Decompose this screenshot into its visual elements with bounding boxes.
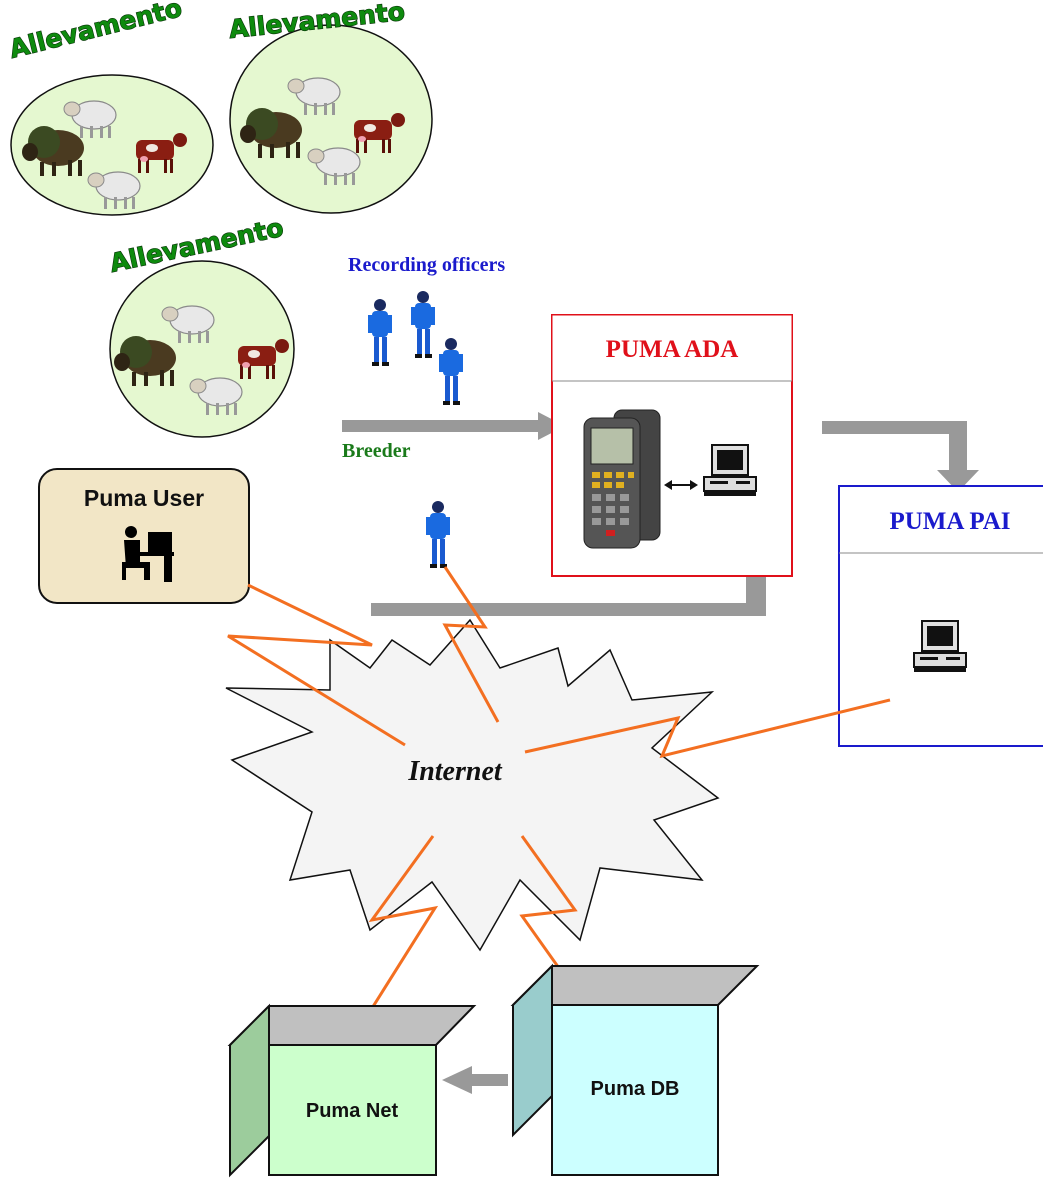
puma-user-box: Puma User bbox=[38, 468, 250, 604]
puma-db-box: Puma DB bbox=[510, 963, 760, 1176]
link-internet-net bbox=[350, 835, 439, 1041]
desktop-computer-icon bbox=[913, 620, 967, 673]
puma-db-label: Puma DB bbox=[591, 1078, 680, 1100]
link-user-internet bbox=[227, 583, 406, 747]
internet-label: Internet bbox=[407, 756, 503, 787]
arrow-ada-to-pai bbox=[822, 421, 979, 492]
farm-2 bbox=[229, 24, 433, 214]
double-arrow-icon bbox=[664, 480, 698, 490]
desktop-computer-icon bbox=[703, 444, 757, 497]
handheld-terminal-icon bbox=[583, 409, 661, 549]
farm-1-circle bbox=[10, 74, 214, 216]
breeder-label: Breeder bbox=[342, 440, 411, 462]
puma-user-title: Puma User bbox=[84, 485, 204, 511]
farm-1 bbox=[10, 74, 214, 216]
puma-net-box: Puma Net bbox=[227, 1003, 477, 1178]
worker-icon bbox=[439, 338, 463, 405]
internet-cloud bbox=[225, 618, 720, 952]
arrow-head bbox=[442, 1066, 472, 1094]
puma-pai-title: PUMA PAI bbox=[889, 508, 1010, 535]
puma-net-label: Puma Net bbox=[306, 1100, 399, 1122]
arrow-to-ada bbox=[342, 420, 540, 432]
arrow-db-to-net bbox=[470, 1074, 508, 1086]
worker-icon bbox=[411, 291, 435, 358]
puma-pai-box: PUMA PAI bbox=[838, 485, 1043, 747]
link-breeder-internet bbox=[442, 566, 500, 723]
puma-ada-title: PUMA ADA bbox=[606, 336, 739, 363]
worker-icon bbox=[368, 299, 392, 366]
farm-3-circle bbox=[109, 260, 295, 438]
recording-officers-label: Recording officers bbox=[348, 254, 505, 276]
farm-3 bbox=[109, 260, 295, 438]
user-at-desk-icon bbox=[122, 526, 174, 582]
worker-icon bbox=[426, 501, 450, 568]
network-links bbox=[227, 566, 891, 1041]
link-internet-pai bbox=[524, 698, 891, 759]
arrow-internet-to-ada bbox=[371, 556, 776, 616]
farm-2-circle bbox=[229, 24, 433, 214]
farm-1-label: Allevamento bbox=[6, 0, 184, 64]
puma-ada-box: PUMA ADA bbox=[551, 314, 793, 577]
